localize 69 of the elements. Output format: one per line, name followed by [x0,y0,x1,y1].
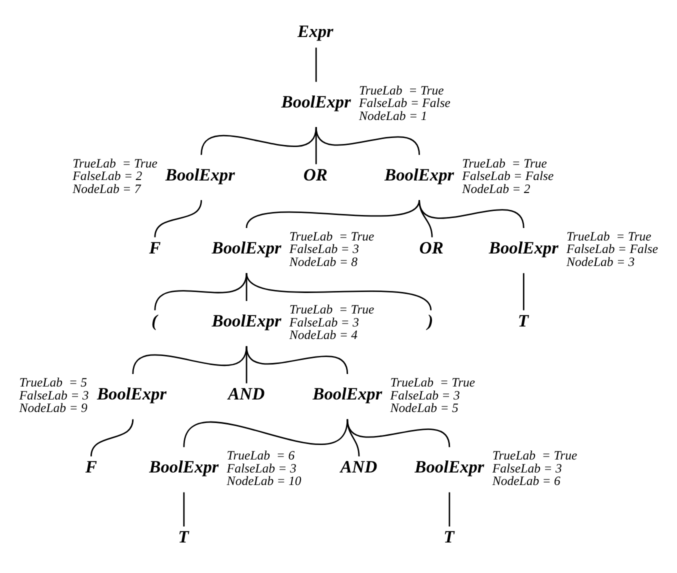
node-text: F [148,238,160,258]
node-label: NodeLab = 8 [288,254,358,269]
connector [314,48,316,82]
node-text: T [443,528,454,547]
connector [182,419,348,448]
connector [154,200,202,238]
connector [346,419,450,448]
node-text: F [84,458,96,477]
node-text: BoolExpr [414,458,484,477]
connector [245,200,420,228]
node-label: TrueLab = 5 [18,376,87,390]
connector [314,126,420,156]
node-text: OR [302,165,327,184]
node-label: NodeLab = 9 [18,401,87,416]
node-text: AND [227,384,264,404]
connector [245,273,247,301]
connector [182,492,184,526]
node-text: T [178,528,188,547]
connector [448,492,450,526]
connector [200,126,316,156]
node-label: TrueLab = True [566,229,651,244]
node-label: NodeLab = 6 [492,474,560,488]
node-label: FalseLab = 2 [72,169,142,184]
node-text: BoolExpr [312,384,382,404]
node-label: NodeLab = 3 [566,254,634,269]
node-label: TrueLab = True [492,448,577,463]
node-text: BoolExpr [488,238,558,258]
node-label: NodeLab = 2 [462,182,530,196]
node-text: BoolExpr [148,458,218,477]
node-label: FalseLab = 3 [226,461,296,476]
connector [154,273,247,310]
node-label: NodeLab = 1 [358,108,427,123]
node-text: ) [426,312,433,330]
node-text: T [517,312,528,330]
node-text: BoolExpr [280,92,350,112]
node-label: FalseLab = 3 [390,388,460,402]
node-label: FalseLab = 3 [492,461,562,476]
node-label: TrueLab = True [288,302,374,317]
node-label: FalseLab = 3 [288,242,358,256]
node-label: TrueLab = True [462,156,546,170]
node-text: Expr [297,22,333,42]
node-text: BoolExpr [384,165,454,184]
node-text: OR [418,238,443,258]
connector [522,273,524,310]
node-text: BoolExpr [211,312,281,330]
connector [245,346,348,374]
node-label: NodeLab = 5 [390,401,458,416]
node-label: NodeLab = 10 [226,474,301,488]
node-label: TrueLab = 6 [226,448,294,463]
node-label: TrueLab = True [390,376,475,390]
node-text: AND [340,458,377,477]
node-text: ( [150,312,157,330]
node-text: BoolExpr [96,384,166,404]
node-text: BoolExpr [211,238,281,258]
node-label: FalseLab = False [462,169,554,184]
node-label: NodeLab = 7 [72,182,140,196]
connector [418,200,524,228]
node-label: FalseLab = 3 [288,315,358,330]
node-label: TrueLab = True [358,83,444,98]
connector [132,346,247,374]
node-label: FalseLab = False [566,242,658,256]
connector [245,272,432,311]
node-label: FalseLab = 3 [18,388,88,402]
node-text: BoolExpr [164,165,234,184]
node-label: TrueLab = True [72,156,157,170]
node-label: FalseLab = False [358,96,450,110]
node-label: TrueLab = True [288,229,374,244]
connector [90,419,134,456]
node-label: NodeLab = 4 [288,328,358,342]
